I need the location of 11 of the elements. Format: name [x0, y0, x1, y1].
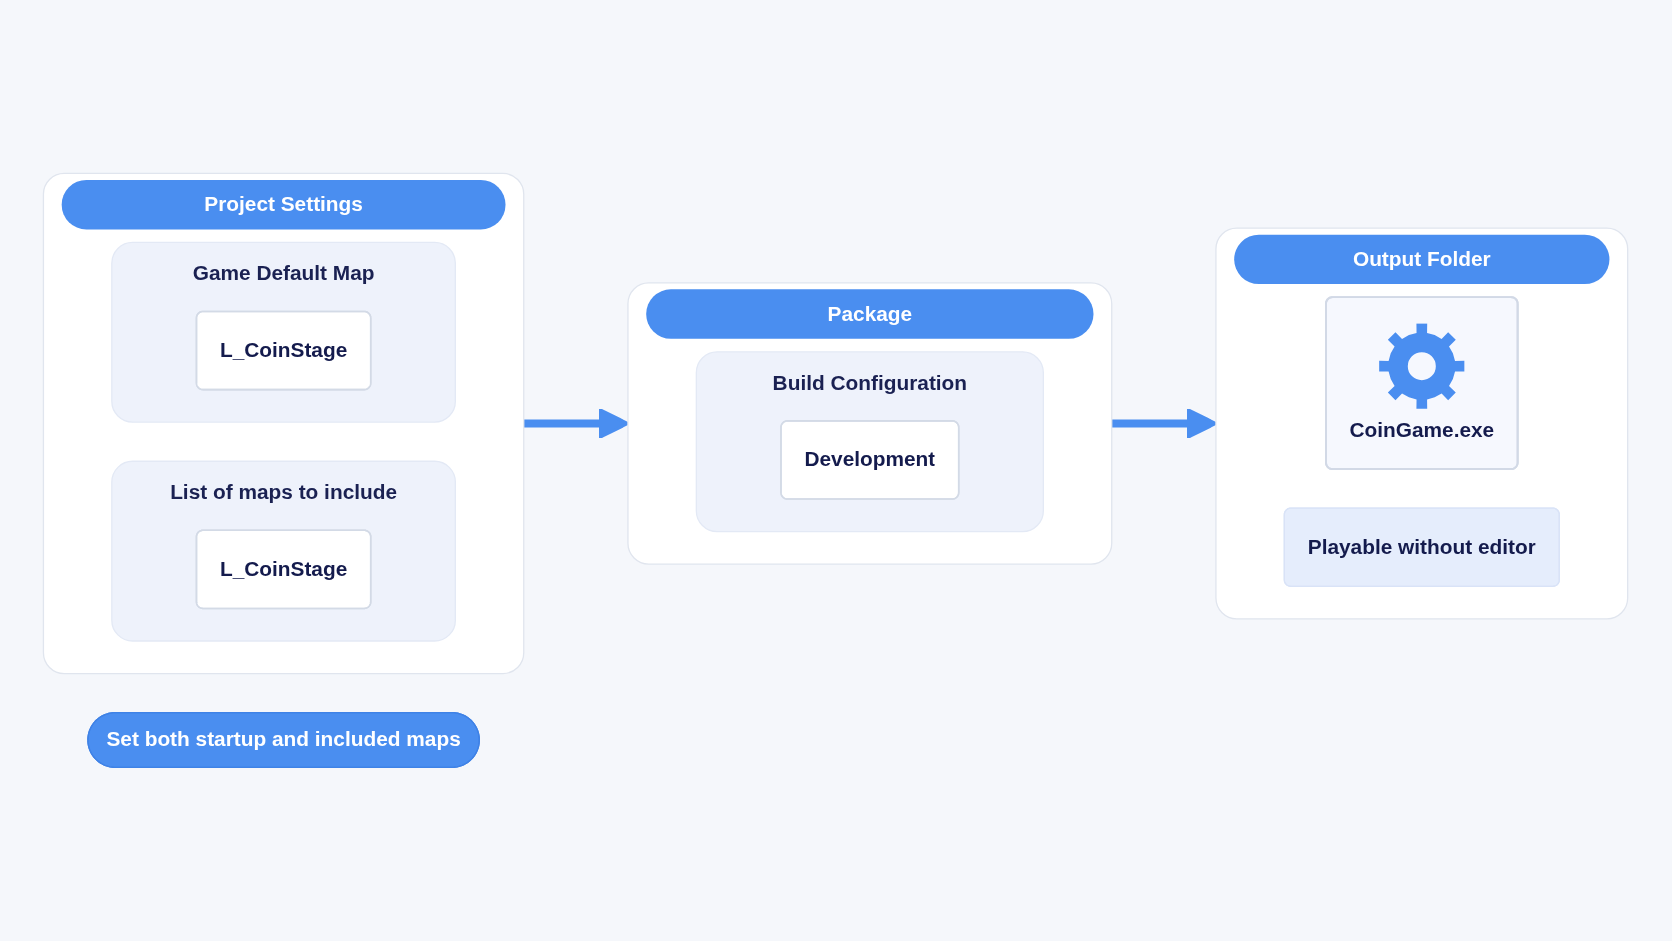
panel-heading: Package — [646, 289, 1094, 339]
value-field: L_CoinStage — [196, 310, 372, 391]
file-tile: CoinGame.exe — [1325, 296, 1520, 471]
value-field: Development — [780, 420, 960, 500]
panel-heading: Project Settings — [62, 180, 506, 230]
note-pill: Playable without editor — [1284, 507, 1561, 588]
panel-heading: Output Folder — [1234, 234, 1610, 285]
arrow — [524, 407, 630, 440]
banner-pill: Set both startup and included maps — [87, 712, 481, 769]
value-field: L_CoinStage — [196, 529, 372, 610]
arrow — [1112, 407, 1218, 440]
